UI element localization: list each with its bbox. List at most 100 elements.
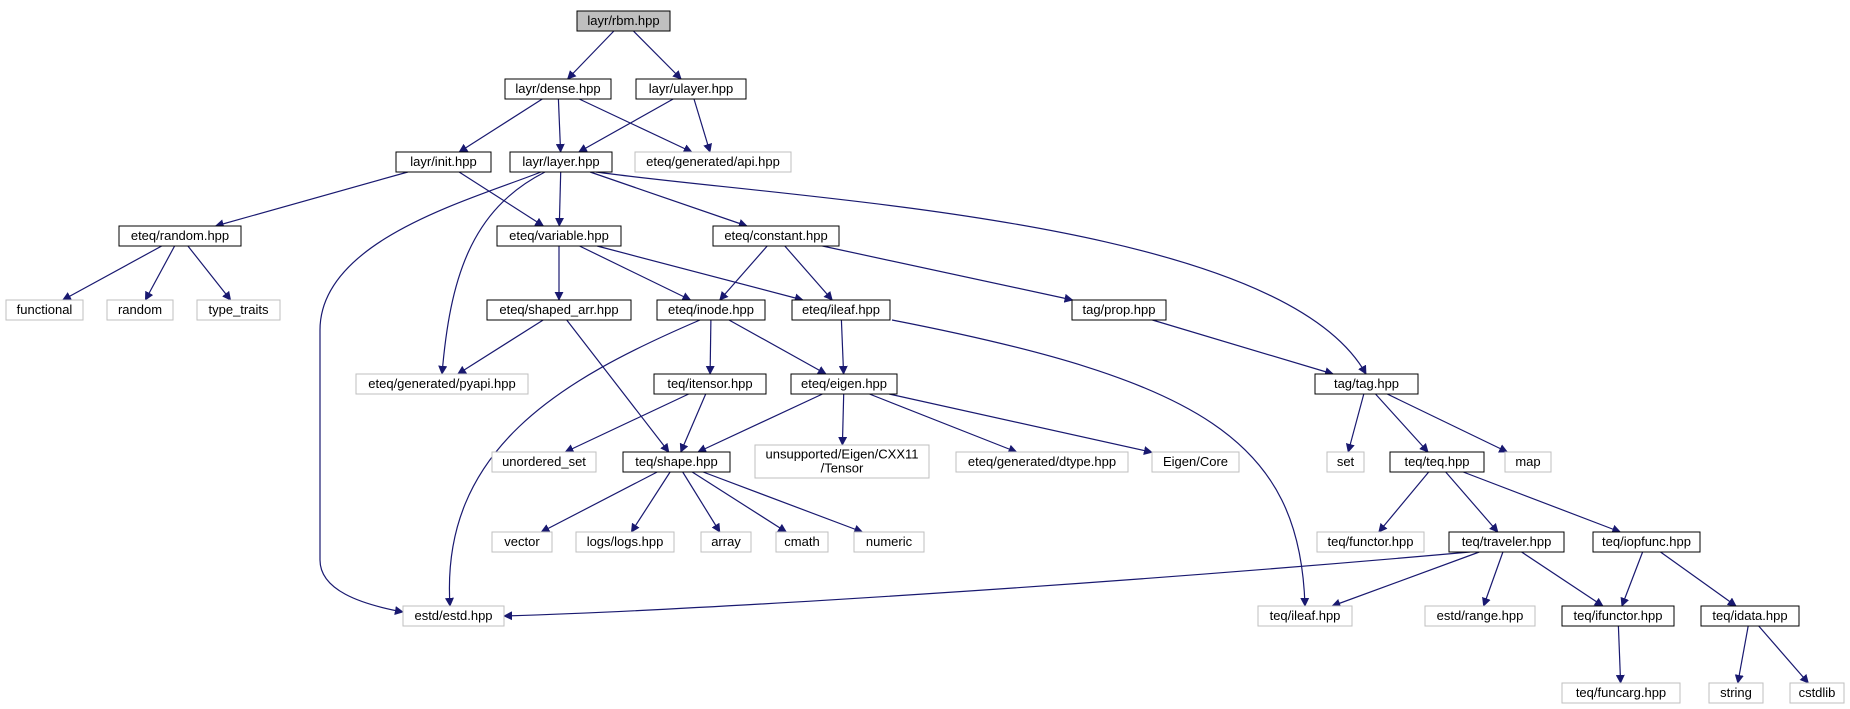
node-label: cstdlib [1799,685,1836,700]
node-eteq_ileaf[interactable]: eteq/ileaf.hpp [791,299,891,321]
node-label: eteq/eigen.hpp [801,376,887,391]
node-logs: logs/logs.hpp [575,531,675,553]
node-variable[interactable]: eteq/variable.hpp [496,225,622,247]
node-label: eteq/random.hpp [131,228,229,243]
node-shaped_arr[interactable]: eteq/shaped_arr.hpp [486,299,632,321]
edge-layer-to-tag [595,171,1367,375]
node-dtype: eteq/generated/dtype.hpp [955,451,1129,473]
node-constant[interactable]: eteq/constant.hpp [712,225,840,247]
node-random_hpp[interactable]: eteq/random.hpp [118,225,242,247]
node-box [1561,682,1681,704]
node-box [1314,373,1419,395]
node-box [775,531,829,553]
edge-shape-to-logs [630,471,671,533]
node-label: cmath [784,534,819,549]
node-box [509,151,613,173]
node-label: layr/init.hpp [410,154,476,169]
node-inode[interactable]: eteq/inode.hpp [656,299,766,321]
edge-eigen-to-dtype [869,393,1018,454]
node-box [486,299,632,321]
node-teq_ileaf: teq/ileaf.hpp [1257,605,1353,627]
node-itensor[interactable]: teq/itensor.hpp [653,373,767,395]
node-eigen[interactable]: eteq/eigen.hpp [790,373,898,395]
node-box [790,373,898,395]
node-box [955,451,1129,473]
node-layer[interactable]: layr/layer.hpp [509,151,613,173]
node-box [1316,531,1425,553]
node-label: eteq/shaped_arr.hpp [499,302,618,317]
node-shape[interactable]: teq/shape.hpp [622,451,731,473]
node-rbm[interactable]: layr/rbm.hpp [576,10,671,32]
edge-random_hpp-to-type_traits [187,245,232,301]
edge-tag-to-map [1386,393,1509,453]
node-cstdlib: cstdlib [1789,682,1845,704]
node-label: teq/iopfunc.hpp [1602,534,1691,549]
node-box [754,444,930,479]
node-label: tag/tag.hpp [1334,376,1399,391]
node-box [1504,451,1552,473]
node-label: eteq/inode.hpp [668,302,754,317]
edge-eigen-to-unsupported [838,393,848,446]
node-label: layr/layer.hpp [522,154,599,169]
edge-iopfunc-to-ifunctor [1620,551,1644,607]
edge-rbm-to-dense [566,30,615,80]
edge-init-to-random_hpp [214,171,409,229]
edge-iopfunc-to-idata [1660,551,1737,607]
node-label: estd/estd.hpp [414,608,492,623]
edge-shape-to-vector [540,471,658,533]
node-teq[interactable]: teq/teq.hpp [1389,451,1485,473]
dependency-nodes: layr/rbm.hpp layr/dense.hpp layr/ulayer.hp… [5,10,1845,704]
edge-eigen-to-eigen_core [888,393,1153,455]
node-box [634,151,792,173]
node-estd: estd/estd.hpp [402,605,505,627]
edge-layer-to-estd [319,171,542,615]
node-array: array [700,531,752,553]
node-ulayer[interactable]: layr/ulayer.hpp [635,78,747,100]
node-init[interactable]: layr/init.hpp [395,151,492,173]
edge-constant-to-inode [719,245,768,301]
node-box [491,451,597,473]
node-box [656,299,766,321]
edge-traveler-to-estd [503,551,1471,621]
node-box [1592,531,1701,553]
edge-itensor-to-unordered_set [564,393,689,453]
edge-eigen-to-shape [697,393,823,453]
node-box [1561,605,1675,627]
node-label: teq/idata.hpp [1712,608,1787,623]
node-box [106,299,174,321]
node-ifunctor[interactable]: teq/ifunctor.hpp [1561,605,1675,627]
node-box [1151,451,1240,473]
node-traveler[interactable]: teq/traveler.hpp [1448,531,1565,553]
edge-dense-to-init [458,98,543,153]
edge-traveler-to-range [1482,551,1504,607]
node-box [622,451,731,473]
node-label: teq/traveler.hpp [1462,534,1552,549]
edge-variable-to-inode [579,245,692,301]
node-label: set [1337,454,1355,469]
edge-random_hpp-to-functional [62,245,162,301]
node-label: unordered_set [502,454,586,469]
node-label: eteq/ileaf.hpp [802,302,880,317]
node-box [5,299,84,321]
edge-tag-to-teq [1375,393,1429,453]
node-label: array [711,534,741,549]
node-vector: vector [491,531,553,553]
node-random: random [106,299,174,321]
edge-ulayer-to-api [693,98,712,153]
node-label: estd/range.hpp [1437,608,1524,623]
node-prop[interactable]: tag/prop.hpp [1071,299,1167,321]
node-string: string [1708,682,1764,704]
node-tag[interactable]: tag/tag.hpp [1314,373,1419,395]
edge-teq-to-traveler [1445,471,1499,533]
edge-shaped_arr-to-pyapi [457,319,544,375]
edge-ifunctor-to-funcarg [1615,625,1625,684]
node-iopfunc[interactable]: teq/iopfunc.hpp [1592,531,1701,553]
edge-constant-to-eteq_ileaf [784,245,833,301]
edge-shape-to-cmath [691,471,788,533]
node-idata[interactable]: teq/idata.hpp [1700,605,1800,627]
node-dense[interactable]: layr/dense.hpp [504,78,612,100]
edge-idata-to-cstdlib [1758,625,1809,684]
node-box [791,299,891,321]
edge-constant-to-prop [822,245,1074,303]
node-funcarg: teq/funcarg.hpp [1561,682,1681,704]
